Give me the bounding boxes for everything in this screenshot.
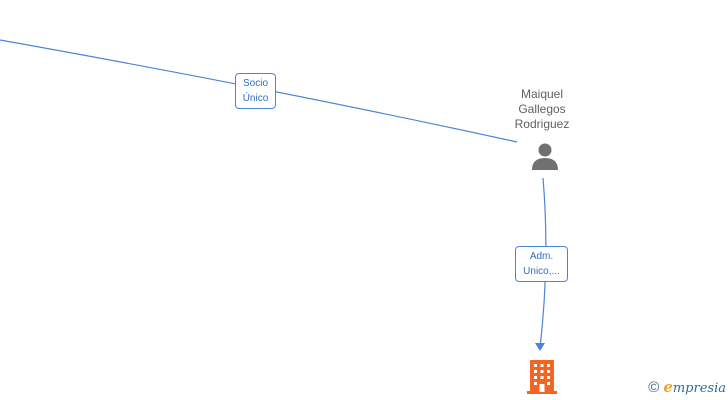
edge-label-line: Unico,... [523, 266, 560, 277]
edge-label-line: Único [242, 93, 269, 104]
edge-label-socio-unico[interactable]: Socio Único [235, 73, 276, 109]
edge-label-line: Socio [242, 78, 268, 89]
person-name-line: Rodriguez [514, 117, 570, 131]
arrowhead [535, 343, 545, 351]
building-icon[interactable] [526, 358, 558, 396]
person-name-line: Gallegos [518, 102, 566, 116]
brand-watermark: © empresia [648, 378, 726, 396]
brand-name: mpresia [672, 381, 726, 396]
person-node-name[interactable]: Maiquel Gallegos Rodriguez [497, 87, 587, 132]
edge-label-adm-unico[interactable]: Adm. Unico,... [515, 246, 568, 282]
brand-logo: empresia [663, 378, 726, 396]
brand-initial: e [663, 378, 673, 396]
edge-label-line: Adm. [529, 251, 554, 262]
copyright-icon: © [648, 378, 660, 396]
person-name-line: Maiquel [520, 87, 564, 101]
person-icon[interactable] [530, 141, 560, 171]
